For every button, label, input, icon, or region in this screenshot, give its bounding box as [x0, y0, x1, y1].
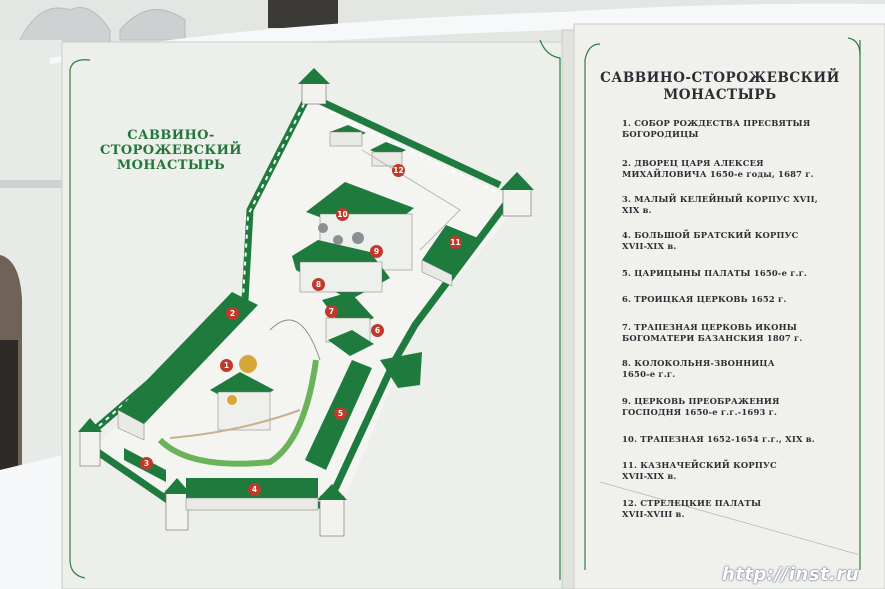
legend-line: 11. КАЗНАЧЕЙСКИЙ КОРПУС — [622, 460, 777, 470]
legend-line: 4. БОЛЬШОЙ БРАТСКИЙ КОРПУС — [622, 230, 799, 240]
legend-item: 6. ТРОИЦКАЯ ЦЕРКОВЬ 1652 г. — [622, 294, 842, 305]
map-marker: 8 — [312, 278, 325, 291]
legend-line: 2. ДВОРЕЦ ЦАРЯ АЛЕКСЕЯ — [622, 158, 764, 168]
map-marker: 1 — [220, 359, 233, 372]
tower-right — [500, 172, 534, 217]
map-title-line: МОНАСТЫРЬ — [116, 158, 226, 173]
legend-line: 5. ЦАРИЦЫНЫ ПАЛАТЫ 1650-е г.г. — [622, 268, 808, 278]
legend-item: 9. ЦЕРКОВЬ ПРЕОБРАЖЕНИЯ ГОСПОДНЯ 1650-е … — [622, 396, 842, 418]
legend-line: 7. ТРАПЕЗНАЯ ЦЕРКОВЬ ИКОНЫ — [622, 322, 797, 332]
map-marker: 9 — [370, 245, 383, 258]
tower-left — [78, 418, 102, 467]
legend-line: 6. ТРОИЦКАЯ ЦЕРКОВЬ 1652 г. — [622, 294, 787, 304]
legend-line: XIX в. — [622, 205, 652, 215]
legend-item: 7. ТРАПЕЗНАЯ ЦЕРКОВЬ ИКОНЫ БОГОМАТЕРИ БА… — [622, 322, 842, 344]
legend-line: 3. МАЛЫЙ КЕЛЕЙНЫЙ КОРПУС XVII, — [622, 194, 818, 204]
legend-line: 10. ТРАПЕЗНАЯ 1652-1654 г.г., XIX в. — [622, 434, 815, 444]
legend-item: 1. СОБОР РОЖДЕСТВА ПРЕСВЯТЫЯ БОГОРОДИЦЫ — [622, 118, 842, 140]
map-title-line: САВВИНО- — [127, 128, 215, 143]
map-title-line: СТОРОЖЕВСКИЙ — [100, 143, 242, 158]
map-marker: 5 — [334, 407, 347, 420]
legend-line: 9. ЦЕРКОВЬ ПРЕОБРАЖЕНИЯ — [622, 396, 780, 406]
legend-line: 8. КОЛОКОЛЬНЯ-ЗВОННИЦА — [622, 358, 775, 368]
legend-item: 8. КОЛОКОЛЬНЯ-ЗВОННИЦА 1650-е г.г. — [622, 358, 842, 380]
legend-line: 1. СОБОР РОЖДЕСТВА ПРЕСВЯТЫЯ — [622, 118, 811, 128]
map-marker: 3 — [140, 457, 153, 470]
legend-line: XVII-XIX в. — [622, 471, 677, 481]
legend-line: 12. СТРЕЛЕЦКИЕ ПАЛАТЫ — [622, 498, 762, 508]
map-title: САВВИНО- СТОРОЖЕВСКИЙ МОНАСТЫРЬ — [96, 128, 246, 173]
map-marker: 4 — [248, 483, 261, 496]
legend-item: 3. МАЛЫЙ КЕЛЕЙНЫЙ КОРПУС XVII, XIX в. — [622, 194, 842, 216]
legend-item: 11. КАЗНАЧЕЙСКИЙ КОРПУС XVII-XIX в. — [622, 460, 842, 482]
legend-line: БОГОМАТЕРИ БАЗАНСКИЯ 1807 г. — [622, 333, 803, 343]
legend-item: 12. СТРЕЛЕЦКИЕ ПАЛАТЫ XVII-XVIII в. — [622, 498, 842, 520]
legend-line: XVII-XVIII в. — [622, 509, 685, 519]
legend-item: 2. ДВОРЕЦ ЦАРЯ АЛЕКСЕЯ МИХАЙЛОВИЧА 1650-… — [622, 158, 842, 180]
map-marker: 10 — [336, 208, 349, 221]
legend-line: ГОСПОДНЯ 1650-е г.г.-1693 г. — [622, 407, 778, 417]
tower-top — [298, 68, 330, 105]
tower-bottom-left — [163, 478, 191, 531]
legend-item: 4. БОЛЬШОЙ БРАТСКИЙ КОРПУС XVII-XIX в. — [622, 230, 842, 252]
legend-line: XVII-XIX в. — [622, 241, 677, 251]
legend-title-line: МОНАСТЫРЬ — [663, 87, 777, 103]
legend-item: 10. ТРАПЕЗНАЯ 1652-1654 г.г., XIX в. — [622, 434, 842, 445]
map-marker: 7 — [325, 305, 338, 318]
legend-title: САВВИНО-СТОРОЖЕВСКИЙ МОНАСТЫРЬ — [600, 70, 840, 104]
legend-line: 1650-е г.г. — [622, 369, 676, 379]
map-marker: 11 — [449, 236, 462, 249]
legend-title-line: САВВИНО-СТОРОЖЕВСКИЙ — [600, 70, 840, 86]
legend-item: 5. ЦАРИЦЫНЫ ПАЛАТЫ 1650-е г.г. — [622, 268, 842, 279]
legend-line: БОГОРОДИЦЫ — [622, 129, 699, 139]
map-marker: 6 — [371, 324, 384, 337]
legend-line: МИХАЙЛОВИЧА 1650-е годы, 1687 г. — [622, 169, 814, 179]
tower-bottom-right — [317, 484, 347, 537]
map-marker: 12 — [392, 164, 405, 177]
map-marker: 2 — [226, 307, 239, 320]
watermark-text: http://inst.ru — [722, 564, 860, 585]
